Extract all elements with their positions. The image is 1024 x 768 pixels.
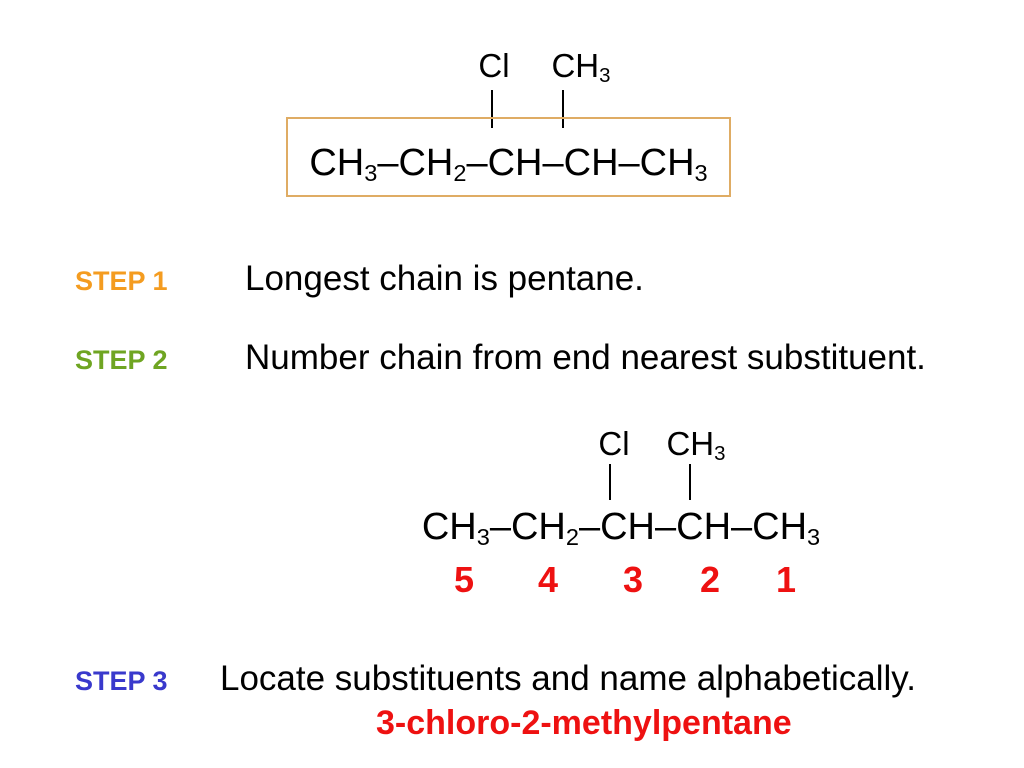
cl-bond-line xyxy=(609,464,611,500)
step-2-row: STEP 2 Number chain from end nearest subs… xyxy=(75,340,926,375)
cl-substituent-label: Cl xyxy=(478,47,510,84)
ch3-bond-line xyxy=(562,90,564,128)
ch3-substituent-label: CH3 xyxy=(666,425,726,465)
carbon-number-5: 5 xyxy=(453,559,475,600)
cl-bond-line xyxy=(491,90,493,128)
step-3-row: STEP 3 Locate substituents and name alpha… xyxy=(75,661,916,696)
carbon-number-3: 3 xyxy=(622,559,644,600)
ch3-substituent-label: CH3 xyxy=(551,47,611,87)
iupac-name: 3-chloro-2-methylpentane xyxy=(376,704,792,742)
step-1-text: Longest chain is pentane. xyxy=(245,259,644,298)
carbon-number-4: 4 xyxy=(537,559,559,600)
cl-substituent-label: Cl xyxy=(598,425,630,462)
step-2-text: Number chain from end nearest substituen… xyxy=(245,338,926,377)
ch3-bond-line xyxy=(689,464,691,500)
carbon-number-1: 1 xyxy=(775,559,797,600)
carbon-number-2: 2 xyxy=(699,559,721,600)
longest-chain-highlight-box xyxy=(286,117,731,197)
chain-formula: CH3–CH2–CH–CH–CH3 xyxy=(421,506,821,550)
step-2-label: STEP 2 xyxy=(75,345,168,375)
step-3-label: STEP 3 xyxy=(75,666,168,696)
step-1-label: STEP 1 xyxy=(75,266,168,296)
step-3-text: Locate substituents and name alphabetica… xyxy=(220,659,916,698)
step-1-row: STEP 1 Longest chain is pentane. xyxy=(75,261,644,296)
chain-formula: CH3–CH2–CH–CH–CH3 xyxy=(309,142,708,186)
